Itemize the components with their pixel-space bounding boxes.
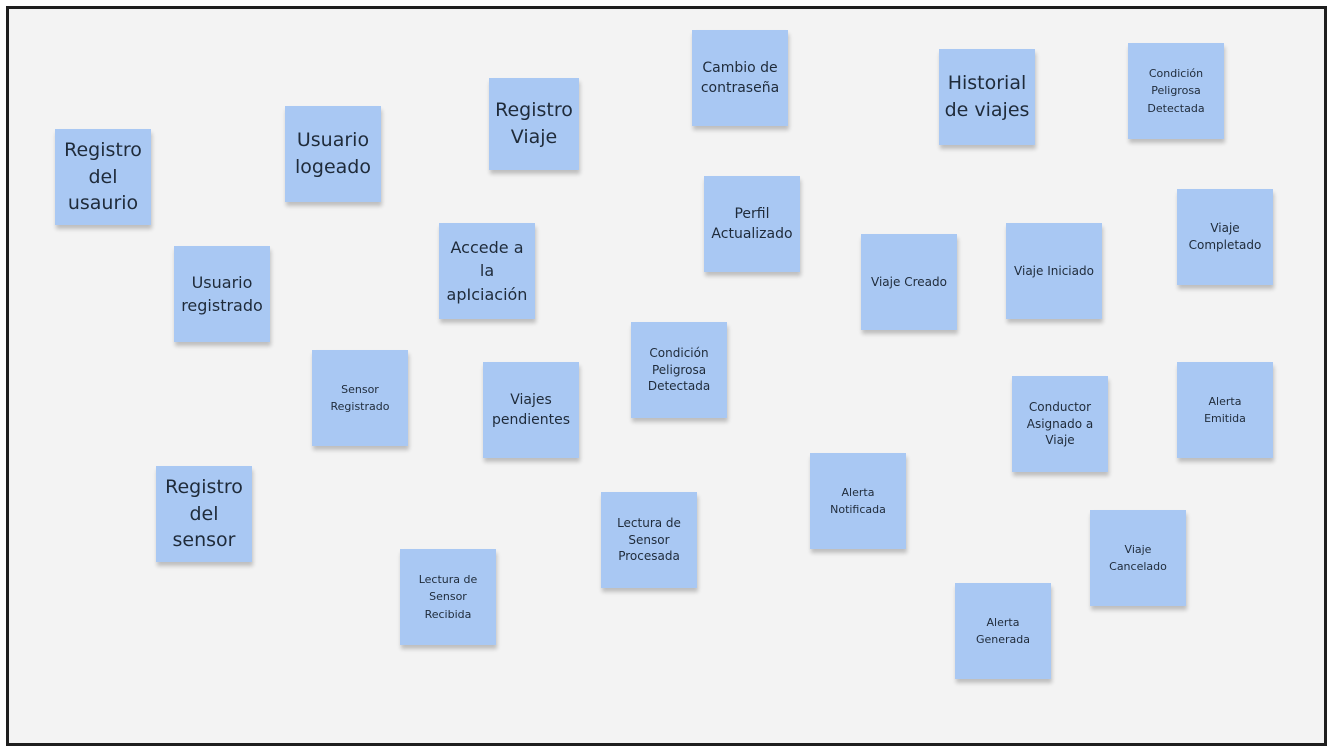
sticky-note-historial-de-viajes[interactable]: Historial de viajes xyxy=(939,49,1035,145)
sticky-note-label: Registro del sensor xyxy=(165,476,243,552)
sticky-note-viaje-creado[interactable]: Viaje Creado xyxy=(861,234,957,330)
sticky-note-label: Historial de viajes xyxy=(944,72,1030,121)
sticky-note-alerta-generada[interactable]: Alerta Generada xyxy=(955,583,1051,679)
sticky-note-label: Alerta Generada xyxy=(975,615,1031,646)
whiteboard-canvas[interactable]: Registro del usaurio Usuario logeado Reg… xyxy=(6,6,1327,746)
sticky-note-sensor-registrado[interactable]: Sensor Registrado xyxy=(312,350,408,446)
sticky-note-conductor-asignado-a-viaje[interactable]: Conductor Asignado a Viaje xyxy=(1012,376,1108,472)
sticky-note-registro-del-sensor[interactable]: Registro del sensor xyxy=(156,466,252,562)
sticky-note-label: Cambio de contraseña xyxy=(700,59,780,96)
sticky-note-usuario-registrado[interactable]: Usuario registrado xyxy=(174,246,270,342)
sticky-note-label: Alerta Notificada xyxy=(830,485,886,516)
sticky-note-condicion-peligrosa-detectada-2[interactable]: Condición Peligrosa Detectada xyxy=(631,322,727,418)
sticky-note-cambio-de-contrasena[interactable]: Cambio de contraseña xyxy=(692,30,788,126)
sticky-note-viaje-completado[interactable]: Viaje Completado xyxy=(1177,189,1273,285)
sticky-note-registro-del-usaurio[interactable]: Registro del usaurio xyxy=(55,129,151,225)
sticky-note-condicion-peligrosa-detectada-1[interactable]: Condición Peligrosa Detectada xyxy=(1128,43,1224,139)
sticky-note-lectura-de-sensor-recibida[interactable]: Lectura de Sensor Recibida xyxy=(400,549,496,645)
sticky-note-viajes-pendientes[interactable]: Viajes pendientes xyxy=(483,362,579,458)
sticky-note-label: Viaje Cancelado xyxy=(1109,542,1167,573)
sticky-note-label: Alerta Emitida xyxy=(1204,394,1246,425)
sticky-note-usuario-logeado[interactable]: Usuario logeado xyxy=(285,106,381,202)
sticky-note-label: Viajes pendientes xyxy=(491,391,571,428)
sticky-note-perfil-actualizado[interactable]: Perfil Actualizado xyxy=(704,176,800,272)
sticky-note-label: Registro Viaje xyxy=(495,99,573,148)
sticky-note-label: Lectura de Sensor Procesada xyxy=(617,515,681,564)
sticky-note-label: Perfil Actualizado xyxy=(711,205,793,242)
sticky-note-alerta-emitida[interactable]: Alerta Emitida xyxy=(1177,362,1273,458)
sticky-note-alerta-notificada[interactable]: Alerta Notificada xyxy=(810,453,906,549)
sticky-note-label: Viaje Creado xyxy=(871,274,947,289)
sticky-note-label: Registro del usaurio xyxy=(64,139,142,215)
sticky-note-label: Condición Peligrosa Detectada xyxy=(647,345,711,394)
sticky-note-label: Conductor Asignado a Viaje xyxy=(1026,399,1094,448)
sticky-note-label: Accede a la apIciación xyxy=(446,238,528,304)
sticky-note-label: Usuario registrado xyxy=(181,272,263,315)
sticky-note-label: Condición Peligrosa Detectada xyxy=(1147,67,1205,115)
sticky-note-label: Usuario logeado xyxy=(295,129,371,178)
sticky-note-label: Viaje Iniciado xyxy=(1014,263,1094,278)
sticky-note-label: Lectura de Sensor Recibida xyxy=(418,573,478,621)
sticky-note-label: Sensor Registrado xyxy=(330,382,390,413)
sticky-note-lectura-de-sensor-procesada[interactable]: Lectura de Sensor Procesada xyxy=(601,492,697,588)
sticky-note-viaje-cancelado[interactable]: Viaje Cancelado xyxy=(1090,510,1186,606)
sticky-note-label: Viaje Completado xyxy=(1188,221,1262,252)
sticky-note-registro-viaje[interactable]: Registro Viaje xyxy=(489,78,579,170)
sticky-note-viaje-iniciado[interactable]: Viaje Iniciado xyxy=(1006,223,1102,319)
sticky-note-accede-a-la-aplicacion[interactable]: Accede a la apIciación xyxy=(439,223,535,319)
